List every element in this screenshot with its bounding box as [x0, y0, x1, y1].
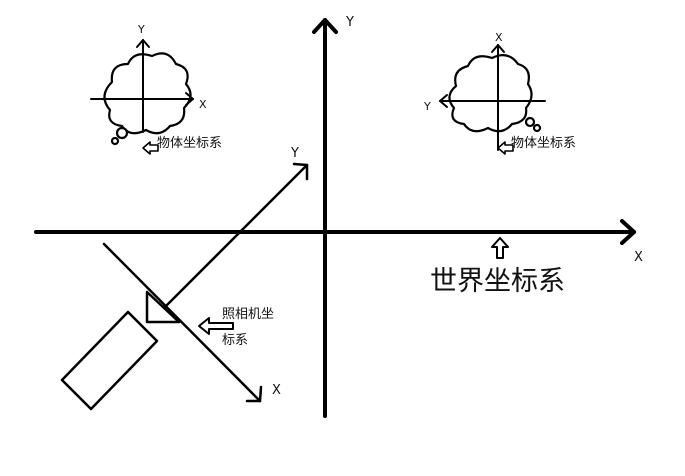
object-right-title: 物体坐标系 — [511, 136, 576, 151]
object-left-cloud-icon — [103, 52, 192, 146]
object-left-y-label: Y — [137, 23, 145, 36]
camera-y-axis — [148, 163, 309, 324]
camera-title-line2: 标系 — [222, 333, 248, 348]
object-right-cloud-icon — [448, 53, 542, 133]
world-x-arrowhead — [620, 219, 636, 245]
object-right-axes — [439, 44, 546, 151]
camera-lens-triangle — [145, 290, 181, 324]
camera-x-arrowhead — [245, 385, 263, 403]
object-left-title: 物体坐标系 — [157, 136, 222, 151]
world-y-arrowhead — [312, 18, 338, 34]
camera-title-line1: 照相机坐 — [222, 307, 274, 322]
camera-body-rect — [60, 310, 159, 411]
world-x-label: X — [634, 250, 643, 265]
camera-x-axis — [102, 242, 262, 403]
camera-axes — [102, 162, 309, 403]
camera-y-label: Y — [290, 146, 299, 161]
camera-pointer-arrow-icon — [198, 317, 234, 335]
camera-y-arrowhead — [292, 162, 309, 181]
object-left-axes — [90, 39, 194, 133]
world-title: 世界坐标系 — [430, 266, 565, 297]
world-y-label: Y — [345, 15, 354, 30]
object-right-y-label: Y — [423, 100, 431, 113]
object-left-pointer-arrow-icon — [142, 141, 159, 155]
world-pointer-arrow-icon — [491, 237, 509, 259]
camera-x-label: X — [272, 383, 281, 398]
camera-icon — [60, 290, 181, 411]
object-right-pointer-arrow-icon — [497, 141, 514, 155]
object-left-x-label: X — [199, 98, 207, 111]
object-right-x-label: X — [495, 31, 503, 44]
world-axes — [34, 18, 636, 418]
